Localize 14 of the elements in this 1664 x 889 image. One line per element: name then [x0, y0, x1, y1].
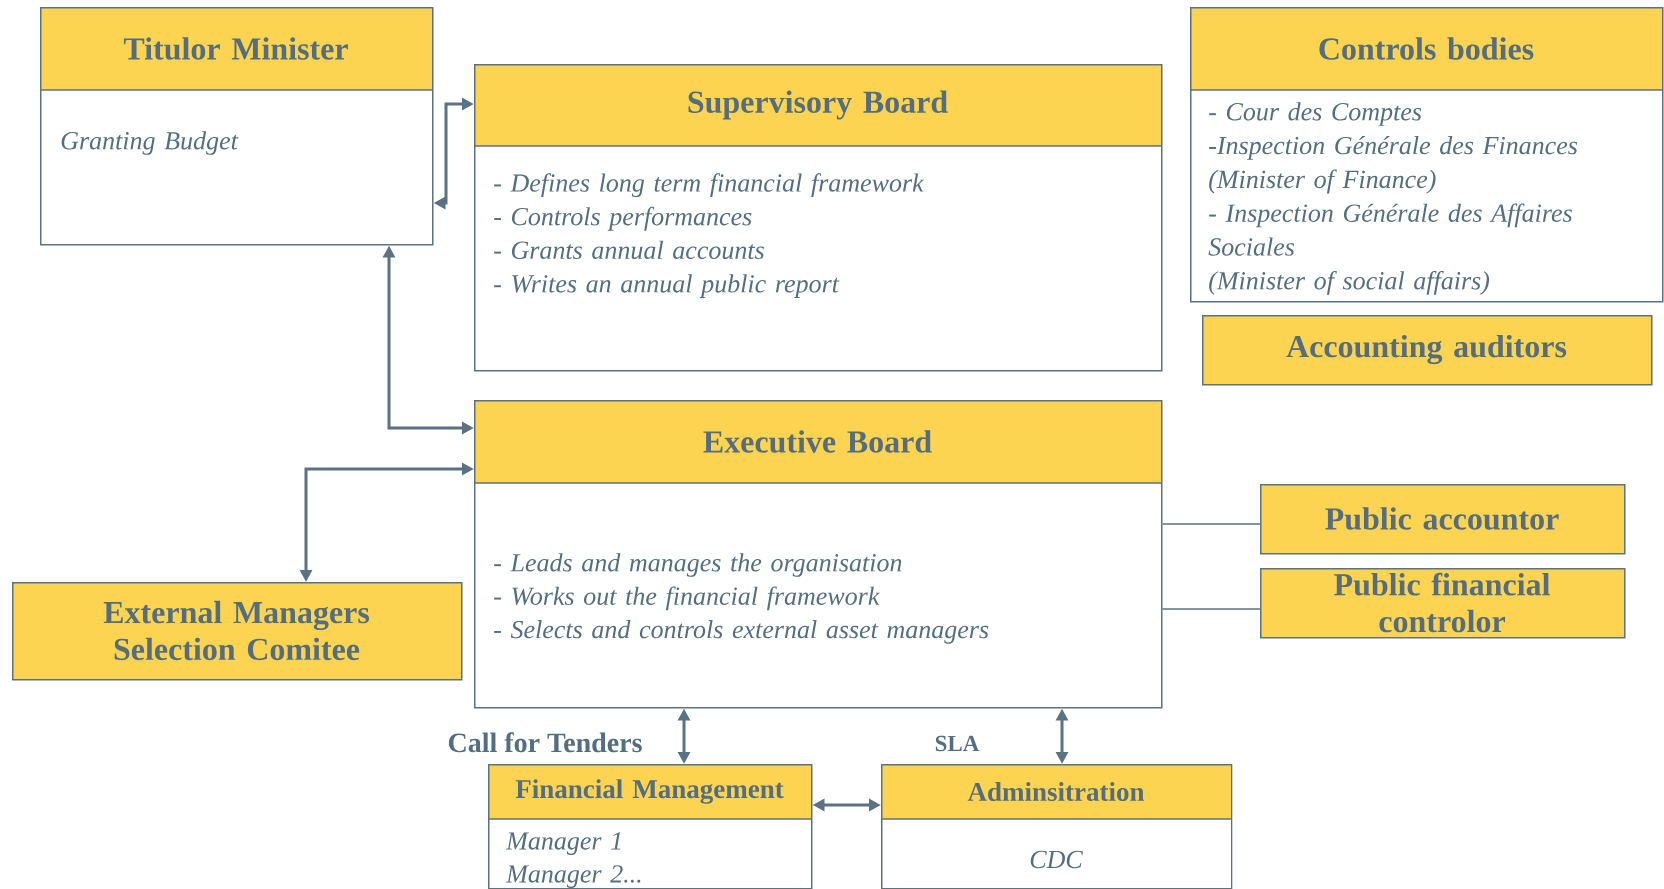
titled-box: Financial Management Manager 1 Manager 2...	[487, 764, 813, 889]
titled-box: Controls bodies - Cour des Comptes -Inspection Générale des Finances (Minister of Finance) - Inspection Générale des Affaires Sociales (Minister of social affairs)	[1189, 7, 1664, 303]
edge-label: Call for Tenders	[446, 731, 644, 754]
label-box: Public accountor	[1260, 484, 1626, 555]
label-box: Accounting auditors	[1202, 315, 1653, 386]
label-box: Public financial controlor	[1260, 568, 1626, 639]
edge-label: SLA	[933, 734, 981, 753]
titled-box: Adminsitration CDC	[880, 764, 1233, 889]
connector-line	[1161, 523, 1261, 525]
titled-box: Titulor Minister Granting Budget	[39, 7, 434, 246]
label-box: External Managers Selection Comitee	[12, 582, 463, 681]
titled-box: Supervisory Board - Defines long term financial framework - Controls performances - Grants annual accounts - Writes an annual public report	[473, 64, 1163, 372]
connector-line	[1161, 608, 1261, 610]
titled-box: Executive Board - Leads and manages the organisation - Works out the financial framework - Selects and controls external asset managers	[473, 400, 1163, 709]
